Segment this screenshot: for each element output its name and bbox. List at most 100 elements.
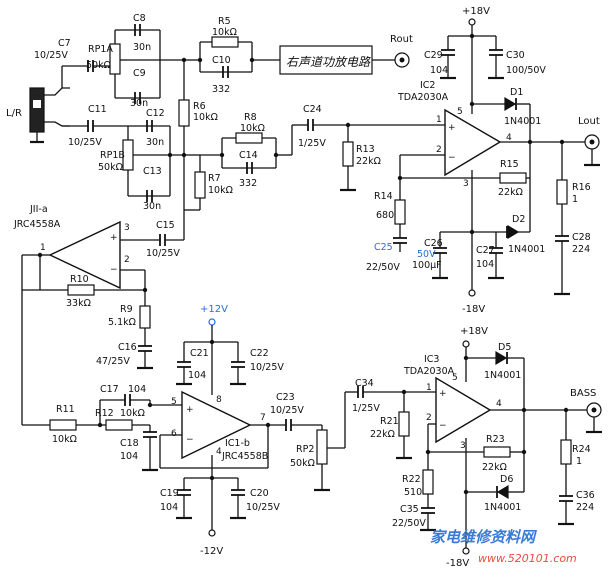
d5-diode <box>495 350 508 366</box>
r16-label: R16 <box>572 182 591 193</box>
r21-label: R21 <box>380 416 399 427</box>
minus18-top-label: -18V <box>462 304 485 315</box>
r22-resistor <box>422 469 434 495</box>
c15-capacitor <box>159 234 166 246</box>
c23-value: 10/25V <box>270 405 304 416</box>
d2-label: D2 <box>512 214 525 225</box>
r11-label: R11 <box>56 404 75 415</box>
rp1b-value: 50kΩ <box>98 162 123 173</box>
c15-label: C15 <box>156 220 175 231</box>
r16-value: 1 <box>572 194 578 205</box>
r15-resistor <box>499 172 527 184</box>
ic3-amplifier <box>435 376 492 444</box>
rp1a-value: 50kΩ <box>86 60 111 71</box>
c24-label: C24 <box>303 104 322 115</box>
bass-label: BASS <box>570 388 596 399</box>
svg-text:−: − <box>110 265 118 275</box>
svg-text:3: 3 <box>463 179 469 189</box>
c19-label: C19 <box>160 488 179 499</box>
plus18-top-label: +18V <box>462 6 490 17</box>
r5-value: 10kΩ <box>212 27 237 38</box>
svg-text:+: + <box>439 389 447 399</box>
d1-value: 1N4001 <box>504 116 541 127</box>
c23-capacitor <box>285 419 292 431</box>
svg-text:2: 2 <box>426 413 432 423</box>
r10-resistor <box>67 284 95 296</box>
rch-amp-label: 右声道功放电路 <box>286 55 371 69</box>
ic3-type: TDA2030A <box>403 366 455 377</box>
r7-value: 10kΩ <box>208 185 233 196</box>
svg-text:+: + <box>448 123 456 133</box>
r24-value: 1 <box>576 456 582 467</box>
ic2-type: TDA2030A <box>397 92 449 103</box>
c29-capacitor <box>441 49 455 56</box>
c22-value: 10/25V <box>250 362 284 373</box>
r9-resistor <box>139 305 151 329</box>
rout-label: Rout <box>390 34 413 45</box>
watermark-cn: 家电维修资料网 <box>430 528 538 546</box>
bass-jack-icon <box>586 402 602 418</box>
c18-capacitor <box>143 431 157 438</box>
c36-capacitor <box>559 495 573 502</box>
c9-value: 30n <box>130 98 148 109</box>
c36-label: C36 <box>576 490 595 501</box>
r13-value: 22kΩ <box>356 156 381 167</box>
c35-label: C35 <box>400 504 419 515</box>
rp1a-pot <box>109 43 121 75</box>
r21-value: 22kΩ <box>370 429 395 440</box>
r15-label: R15 <box>500 159 519 170</box>
lr-input-jack <box>29 87 70 144</box>
svg-text:1: 1 <box>436 115 442 125</box>
r23-resistor <box>483 446 511 458</box>
r10-value: 33kΩ <box>66 298 91 309</box>
c9-label: C9 <box>133 68 146 79</box>
r7-resistor <box>194 171 206 199</box>
c12-value: 30n <box>146 137 164 148</box>
c7-value: 10/25V <box>34 50 68 61</box>
c13-capacitor <box>146 190 153 202</box>
c14-value: 332 <box>239 178 257 189</box>
r12-value: 10kΩ <box>120 408 145 419</box>
c11-value: 10/25V <box>68 137 102 148</box>
c10-capacitor <box>222 66 229 78</box>
c23-label: C23 <box>276 392 295 403</box>
r9-label: R9 <box>120 304 133 315</box>
r5-label: R5 <box>218 16 231 27</box>
c28-label: C28 <box>572 232 591 243</box>
c15-value: 10/25V <box>146 248 180 259</box>
svg-text:5: 5 <box>171 397 177 407</box>
c20-capacitor <box>231 489 245 496</box>
c21-label: C21 <box>190 348 209 359</box>
c13-label: C13 <box>143 166 162 177</box>
rch-amp-box <box>279 45 373 75</box>
rp2-pot <box>316 429 328 465</box>
ic1a-label: JII-a <box>29 204 48 215</box>
svg-text:4: 4 <box>506 133 512 143</box>
d5-label: D5 <box>498 342 511 353</box>
c16-value: 47/25V <box>96 356 130 367</box>
svg-text:−: − <box>448 153 456 163</box>
c28-capacitor <box>555 235 569 242</box>
svg-text:4: 4 <box>216 447 222 457</box>
d2-diode <box>506 224 520 240</box>
r6-resistor <box>178 99 190 127</box>
c17-label: C17 <box>100 384 119 395</box>
r13-label: R13 <box>356 144 375 155</box>
c21-value: 104 <box>188 370 206 381</box>
c25-value: 22/50V <box>366 262 400 273</box>
c11-capacitor <box>87 120 94 132</box>
c29-value: 104 <box>430 65 448 76</box>
svg-text:5: 5 <box>452 373 458 383</box>
c10-value: 332 <box>212 84 230 95</box>
plus18-bot-label: +18V <box>460 326 488 337</box>
r11-value: 10kΩ <box>52 434 77 445</box>
svg-text:5: 5 <box>457 107 463 117</box>
r14-resistor <box>394 199 406 225</box>
ic1a-opamp <box>48 220 121 290</box>
c17-capacitor <box>124 394 131 406</box>
c13-value: 30n <box>143 201 161 212</box>
r24-resistor <box>560 439 572 465</box>
c24-capacitor <box>307 119 314 131</box>
d2-value: 1N4001 <box>508 244 545 255</box>
